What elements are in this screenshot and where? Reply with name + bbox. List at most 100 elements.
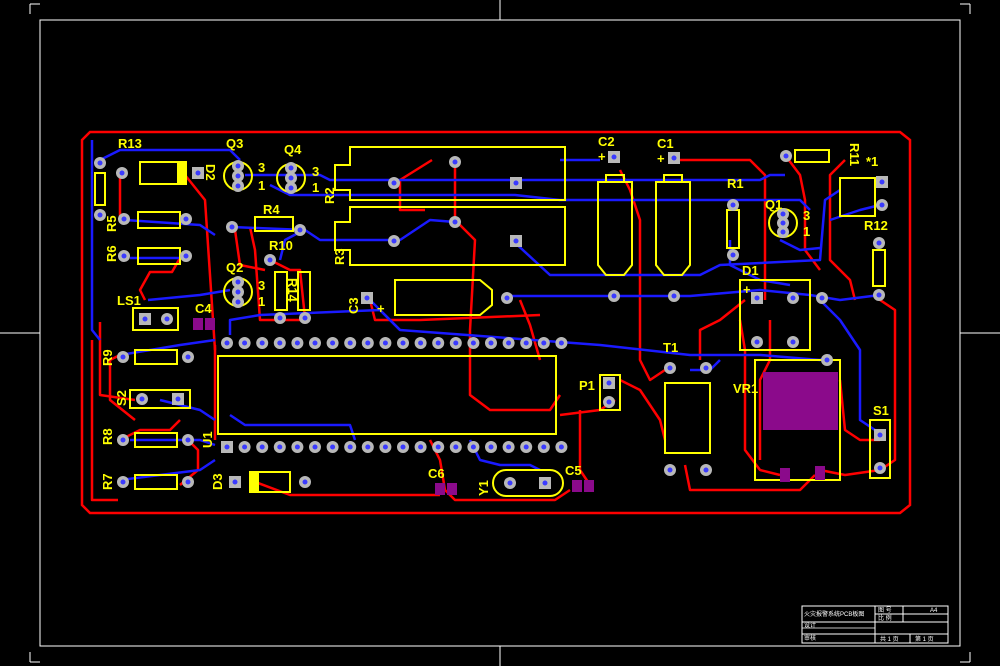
through-hole-pad <box>539 477 551 489</box>
label-q3: Q3 <box>226 136 243 151</box>
title-block-review: 审核 <box>804 634 816 642</box>
label-d1: D1 <box>742 263 759 278</box>
through-hole-pad <box>285 182 297 194</box>
u1-pad-bottom <box>397 441 409 453</box>
title-block-total-sheets: 共 1 页 <box>880 635 899 643</box>
through-hole-pad <box>232 286 244 298</box>
through-hole-pad <box>727 249 739 261</box>
through-hole-pad <box>294 224 306 236</box>
through-hole-pads <box>94 150 888 489</box>
title-block-row2-left: 比 例 <box>878 614 892 622</box>
u1-pad-top <box>256 337 269 349</box>
label-u1: U1 <box>200 431 215 448</box>
through-hole-pad <box>116 167 128 179</box>
through-hole-pad <box>504 477 516 489</box>
through-hole-pad <box>117 351 129 363</box>
u1-pad-bottom <box>273 441 286 453</box>
through-hole-pad <box>787 336 799 348</box>
u1-pad-top <box>502 337 515 349</box>
through-hole-pad <box>117 476 129 488</box>
smd-pads <box>193 318 838 495</box>
c2-plus: + <box>598 149 606 164</box>
u1-pad-top <box>361 337 374 349</box>
through-hole-pad <box>449 216 461 228</box>
through-hole-pad <box>664 362 676 374</box>
through-hole-pad <box>700 464 712 476</box>
through-hole-pad <box>229 476 241 488</box>
through-hole-pad <box>603 377 615 389</box>
label-q4: Q4 <box>284 142 302 157</box>
u1-pad-bottom <box>361 441 374 453</box>
title-block-row1-right: A4 <box>930 608 938 614</box>
u1-pad-bottom <box>502 441 515 453</box>
label-r2: R2 <box>322 187 337 204</box>
through-hole-pad <box>873 289 885 301</box>
through-hole-pad <box>118 250 130 262</box>
label-r8: R8 <box>100 428 115 445</box>
pin-marks: 3 1 3 1 3 1 3 1 + + + + *1 <box>258 149 878 316</box>
label-d3: D3 <box>210 473 225 490</box>
label-q2: Q2 <box>226 260 243 275</box>
label-ls1: LS1 <box>117 293 141 308</box>
through-hole-pad <box>139 313 151 325</box>
label-c3: C3 <box>346 297 361 314</box>
designators: R13 Q3 Q4 D2 R2 R3 C2 C1 R11 R1 Q1 R12 R… <box>100 134 889 496</box>
through-hole-pad <box>182 351 194 363</box>
through-hole-pad <box>180 250 192 262</box>
through-hole-pad <box>285 172 297 184</box>
label-r7: R7 <box>100 473 115 490</box>
u1-pad-bottom <box>414 441 427 453</box>
through-hole-pad <box>274 312 286 324</box>
u1-pad-top <box>291 337 304 349</box>
q3-pin3: 3 <box>258 160 265 175</box>
label-p1: P1 <box>579 378 595 393</box>
through-hole-pad <box>603 396 615 408</box>
through-hole-pad <box>501 292 513 304</box>
through-hole-pad <box>876 199 888 211</box>
c3-plus: + <box>377 301 385 316</box>
label-r11: R11 <box>847 143 862 166</box>
r11-star: *1 <box>866 154 878 169</box>
q1-pin1: 1 <box>803 224 810 239</box>
label-r10: R10 <box>269 238 293 253</box>
u1-pad-bottom <box>485 441 497 453</box>
through-hole-pad <box>180 213 192 225</box>
u1-pad-top <box>537 337 550 349</box>
through-hole-pad <box>232 170 244 182</box>
label-vr1: VR1 <box>733 381 758 396</box>
through-hole-pad <box>232 160 244 172</box>
through-hole-pad <box>510 177 522 189</box>
through-hole-pad <box>700 362 712 374</box>
u1-pad-bottom <box>344 441 357 453</box>
through-hole-pad <box>873 237 885 249</box>
through-hole-pad <box>232 296 244 308</box>
u1-pad-bottom <box>221 441 233 453</box>
through-hole-pad <box>874 462 886 474</box>
through-hole-pad <box>874 429 886 441</box>
label-s1: S1 <box>873 403 889 418</box>
label-c4: C4 <box>195 301 212 316</box>
through-hole-pad <box>751 292 763 304</box>
u1-pad-top <box>221 337 233 349</box>
label-r3: R3 <box>332 248 347 265</box>
through-hole-pad <box>777 208 789 220</box>
through-hole-pad <box>777 217 789 229</box>
through-hole-pad <box>780 150 792 162</box>
u1-pad-top <box>379 337 392 349</box>
through-hole-pad <box>299 312 311 324</box>
through-hole-pad <box>182 476 194 488</box>
through-hole-pad <box>388 235 400 247</box>
q3-pin1: 1 <box>258 178 265 193</box>
u1-pad-bottom <box>379 441 392 453</box>
through-hole-pad <box>232 180 244 192</box>
label-c5: C5 <box>565 463 582 478</box>
u1-pad-bottom <box>467 441 480 453</box>
through-hole-pad <box>608 290 620 302</box>
through-hole-pad <box>388 177 400 189</box>
u1-pad-bottom <box>520 441 533 453</box>
through-hole-pad <box>285 162 297 174</box>
u1-pad-bottom <box>432 441 445 453</box>
u1-pad-top <box>432 337 445 349</box>
